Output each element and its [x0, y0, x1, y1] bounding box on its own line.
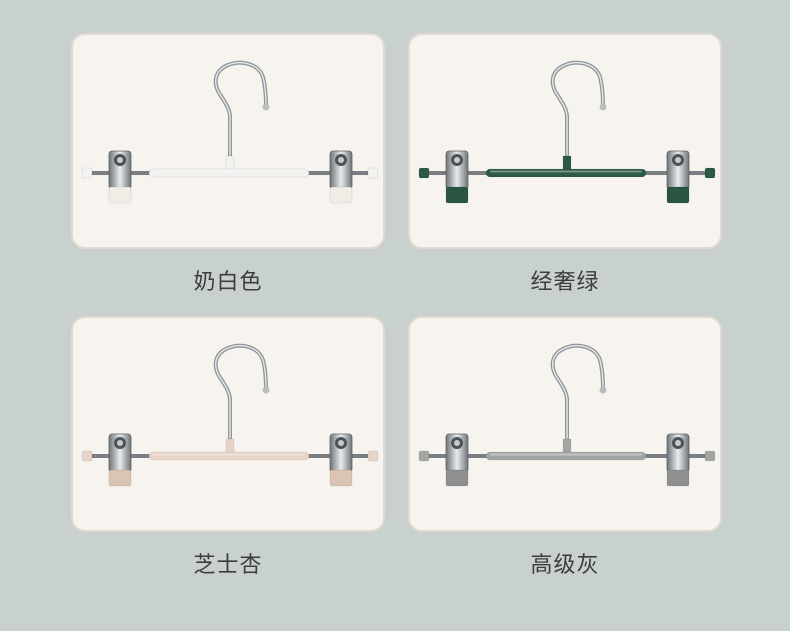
hanger-bar: [148, 168, 310, 178]
hanger-bar: [485, 168, 647, 178]
clip: [666, 433, 690, 487]
hook: [213, 60, 268, 157]
product-label: 芝士杏: [193, 553, 263, 578]
product-label: 高级灰: [530, 553, 600, 578]
clip: [108, 150, 132, 204]
hook: [550, 343, 605, 440]
product-card-premium-gray[interactable]: [408, 316, 722, 532]
product-card-milk-white[interactable]: [71, 33, 385, 249]
hook: [550, 60, 605, 157]
hook: [213, 343, 268, 440]
product-label: 奶白色: [193, 270, 263, 295]
hanger-image: [418, 343, 716, 487]
clip: [666, 150, 690, 204]
hanger-image: [81, 343, 379, 487]
hanger-bar: [485, 451, 647, 461]
product-card-cheese-apricot[interactable]: [71, 316, 385, 532]
hanger-image: [81, 60, 379, 204]
clip: [445, 433, 469, 487]
clip: [445, 150, 469, 204]
product-label: 经奢绿: [530, 270, 600, 295]
clip: [329, 433, 353, 487]
product-card-luxury-green[interactable]: [408, 33, 722, 249]
clip: [108, 433, 132, 487]
clip: [329, 150, 353, 204]
hanger-image: [418, 60, 716, 204]
hanger-bar: [148, 451, 310, 461]
